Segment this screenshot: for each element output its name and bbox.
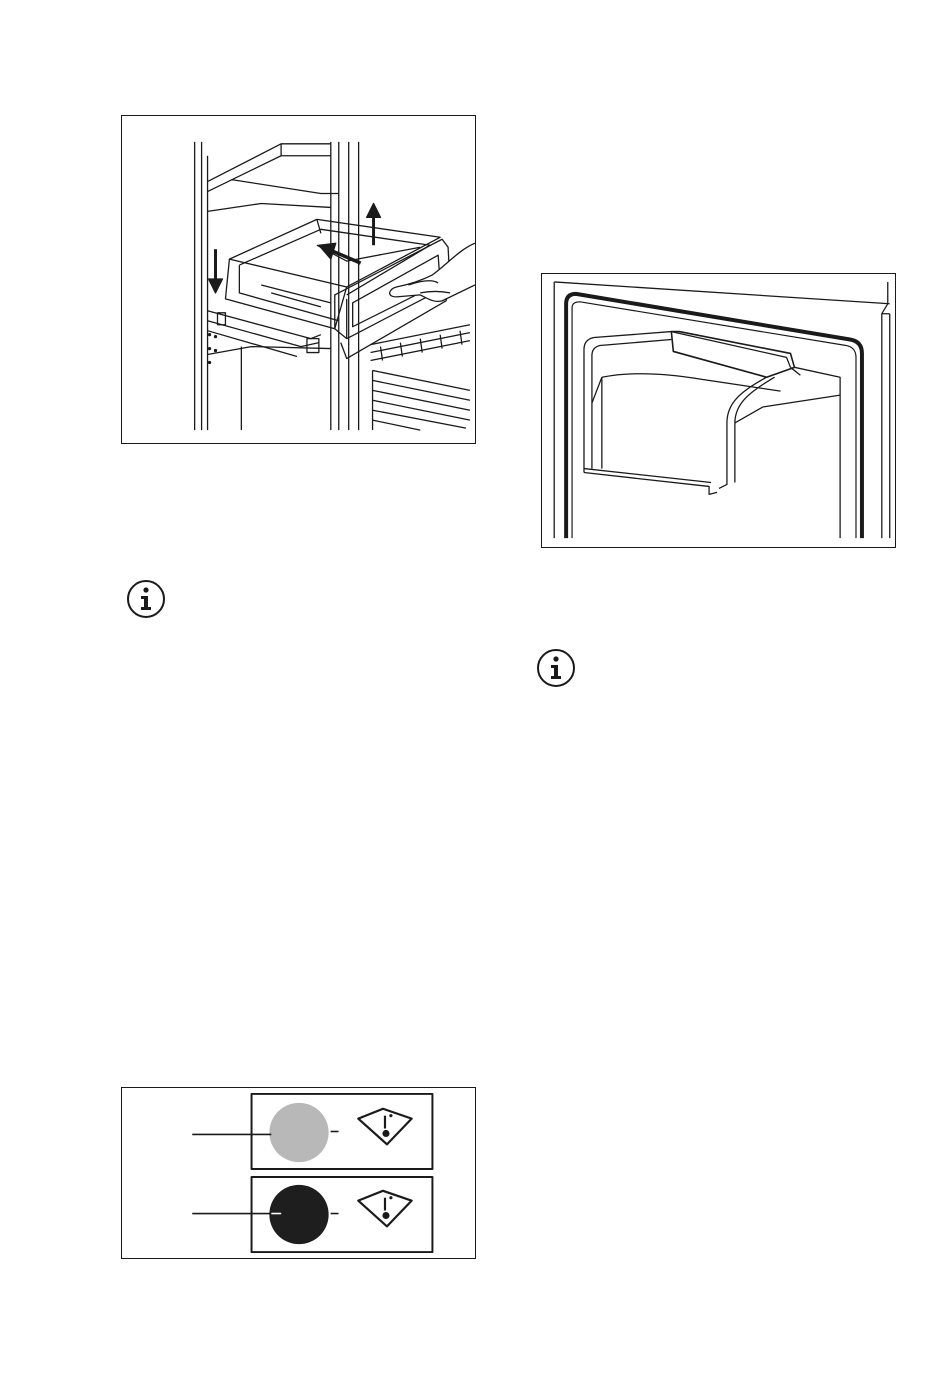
figure-ice-tray-compartment — [541, 273, 896, 548]
filter-indicator-light-off — [269, 1103, 328, 1162]
filter-indicator-illustration — [122, 1088, 475, 1258]
ice-tray-illustration — [542, 274, 895, 547]
water-filter-icon — [358, 1109, 411, 1145]
figure-filter-indicator — [121, 1087, 476, 1259]
info-icon — [536, 648, 576, 688]
drawer-removal-illustration — [122, 116, 475, 443]
figure-drawer-removal — [121, 115, 476, 444]
water-filter-icon — [358, 1191, 411, 1227]
info-icon — [126, 579, 166, 619]
filter-indicator-light-on — [269, 1185, 328, 1244]
